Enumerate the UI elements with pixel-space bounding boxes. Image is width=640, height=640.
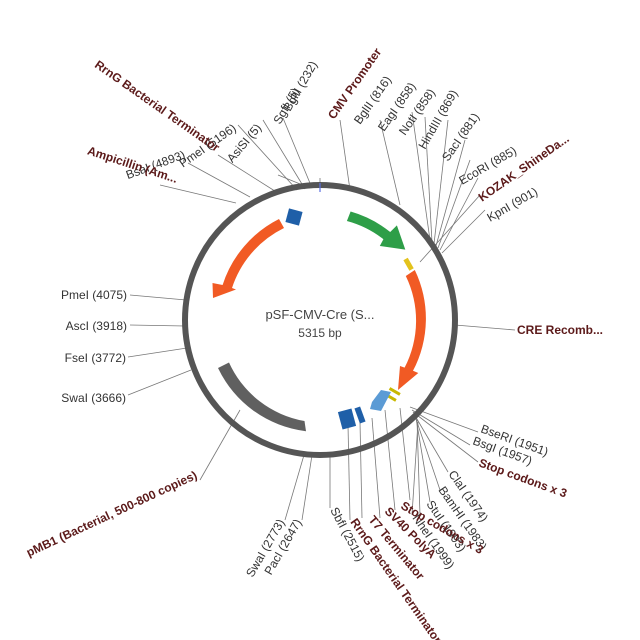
rrng-terminator-top-block[interactable] bbox=[285, 208, 303, 226]
feature-shapes bbox=[212, 208, 426, 432]
pmb1-ori-block[interactable] bbox=[218, 362, 306, 432]
site-label-asci-3918[interactable]: AscI (3918) bbox=[66, 319, 127, 333]
cre-recombinase-arrow[interactable] bbox=[398, 270, 426, 390]
plasmid-name: pSF-CMV-Cre (S... bbox=[265, 307, 374, 322]
rrng-terminator-bottom-block[interactable] bbox=[354, 406, 366, 424]
kozak-shinedalgarno-block[interactable] bbox=[403, 257, 414, 271]
cmv-promoter-arrow[interactable] bbox=[346, 211, 406, 250]
site-label-pmei-4075[interactable]: PmeI (4075) bbox=[61, 288, 127, 302]
t7-terminator-block[interactable] bbox=[337, 408, 357, 430]
leader-lines bbox=[127, 111, 516, 521]
ampicillin-arrow[interactable] bbox=[212, 219, 285, 298]
site-label-fsei-3772[interactable]: FseI (3772) bbox=[65, 351, 126, 365]
feature-label-pmb1-ori[interactable]: pMB1 (Bacterial, 500-800 copies) bbox=[24, 468, 199, 560]
site-label-sgfi-5[interactable]: SgfI (5) bbox=[270, 85, 302, 126]
stop-codons-a-block[interactable] bbox=[388, 387, 401, 396]
feature-labels: CMV Promoter CRE Recomb... Ampicillin (A… bbox=[24, 45, 603, 640]
sv40-polya-arrow[interactable] bbox=[370, 390, 391, 411]
site-label-swai-3666[interactable]: SwaI (3666) bbox=[61, 391, 126, 405]
feature-label-cre-recombinase[interactable]: CRE Recomb... bbox=[517, 323, 603, 337]
feature-label-rrng-terminator-top[interactable]: RrnG Bacterial Terminator bbox=[92, 57, 222, 154]
plasmid-size: 5315 bp bbox=[298, 326, 342, 340]
